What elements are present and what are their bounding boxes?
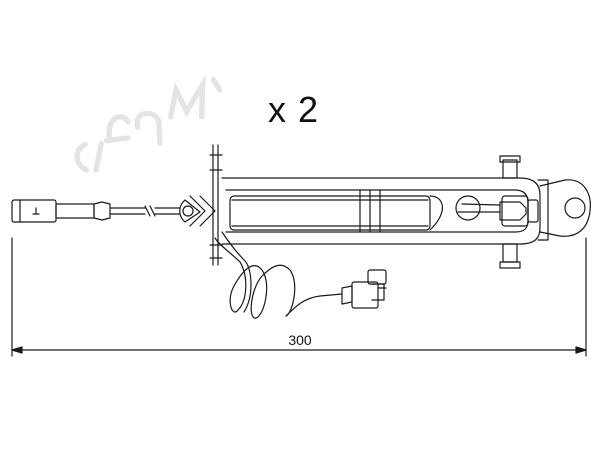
mounting-clip-right bbox=[499, 155, 521, 269]
sensor-housing bbox=[221, 177, 541, 245]
mounting-eyelet bbox=[537, 179, 591, 241]
watermark-letter-f bbox=[104, 114, 131, 144]
brand-watermark bbox=[74, 74, 223, 173]
dimension-value: 300 bbox=[288, 332, 312, 348]
dimension-line bbox=[11, 237, 587, 357]
sensor-cable-left bbox=[109, 205, 181, 217]
watermark-dot bbox=[210, 76, 223, 93]
quantity-label: x 2 bbox=[268, 89, 320, 130]
round-plug-connector-icon bbox=[11, 199, 111, 223]
watermark-letter-c bbox=[74, 141, 90, 173]
coiled-lead bbox=[214, 231, 343, 319]
flat-blade-connector-icon bbox=[341, 269, 387, 309]
watermark-letter-m bbox=[168, 74, 206, 120]
watermark-letter-i bbox=[93, 140, 104, 173]
watermark-letter-a bbox=[134, 110, 163, 146]
probe-head bbox=[455, 195, 539, 227]
cable-clip bbox=[179, 144, 223, 266]
